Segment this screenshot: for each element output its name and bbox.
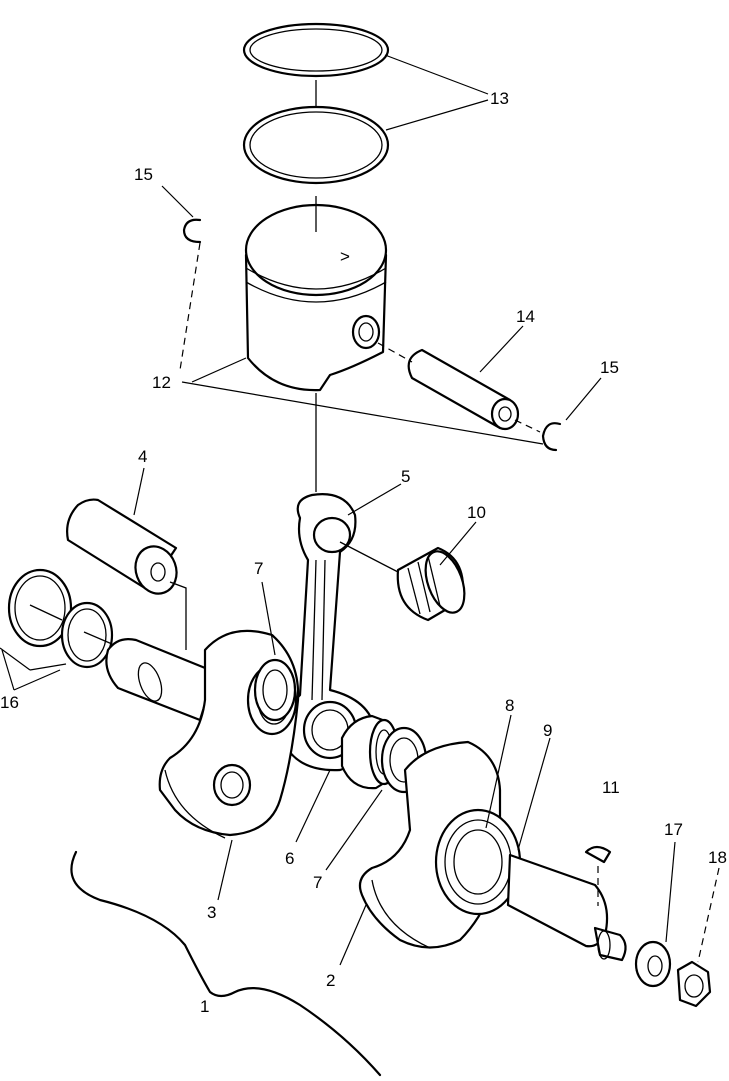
crank-pin xyxy=(66,498,178,595)
piston-pin-boss xyxy=(351,314,381,350)
piston-pin xyxy=(407,348,520,431)
piston-ring-lower xyxy=(242,105,390,185)
circlip-right xyxy=(541,422,562,452)
callout-1: 1 xyxy=(200,997,209,1016)
crankshaft-half-right xyxy=(358,740,627,962)
assembly-bracket xyxy=(70,850,382,1077)
pin-axis-line-2 xyxy=(514,419,541,433)
callout-4: 4 xyxy=(138,447,147,466)
piston: > xyxy=(244,203,388,392)
seal-outer xyxy=(7,568,73,648)
callout-8: 8 xyxy=(505,696,514,715)
callout-14: 14 xyxy=(516,307,535,326)
piston-ring-upper xyxy=(242,22,390,78)
callout-7-lower: 7 xyxy=(313,873,322,892)
callout-9: 9 xyxy=(543,721,552,740)
washer xyxy=(634,940,672,988)
callout-10: 10 xyxy=(467,503,486,522)
woodruff-key xyxy=(584,845,612,864)
needle-bearing xyxy=(396,546,466,622)
piston-direction-mark: > xyxy=(340,247,350,266)
crank-pin-axis-line xyxy=(169,581,187,650)
callout-15-left: 15 xyxy=(134,165,153,184)
pin-axis-line xyxy=(377,342,413,363)
thrust-washer-left xyxy=(253,658,297,722)
bearing-axis-line xyxy=(339,541,399,573)
callout-7-upper: 7 xyxy=(254,559,263,578)
leader-lines xyxy=(0,54,720,966)
callout-13: 13 xyxy=(490,89,509,108)
callout-5: 5 xyxy=(401,467,410,486)
callout-16: 16 xyxy=(0,693,19,712)
nut xyxy=(676,960,712,1008)
seal-inner xyxy=(60,601,114,669)
callout-12: 12 xyxy=(152,373,171,392)
callout-3: 3 xyxy=(207,903,216,922)
callout-11: 11 xyxy=(602,778,620,797)
circlip-left xyxy=(182,218,202,244)
callout-18: 18 xyxy=(708,848,727,867)
callout-2: 2 xyxy=(326,971,335,990)
callout-15-right: 15 xyxy=(600,358,619,377)
callout-6: 6 xyxy=(285,849,294,868)
callout-17: 17 xyxy=(664,820,683,839)
